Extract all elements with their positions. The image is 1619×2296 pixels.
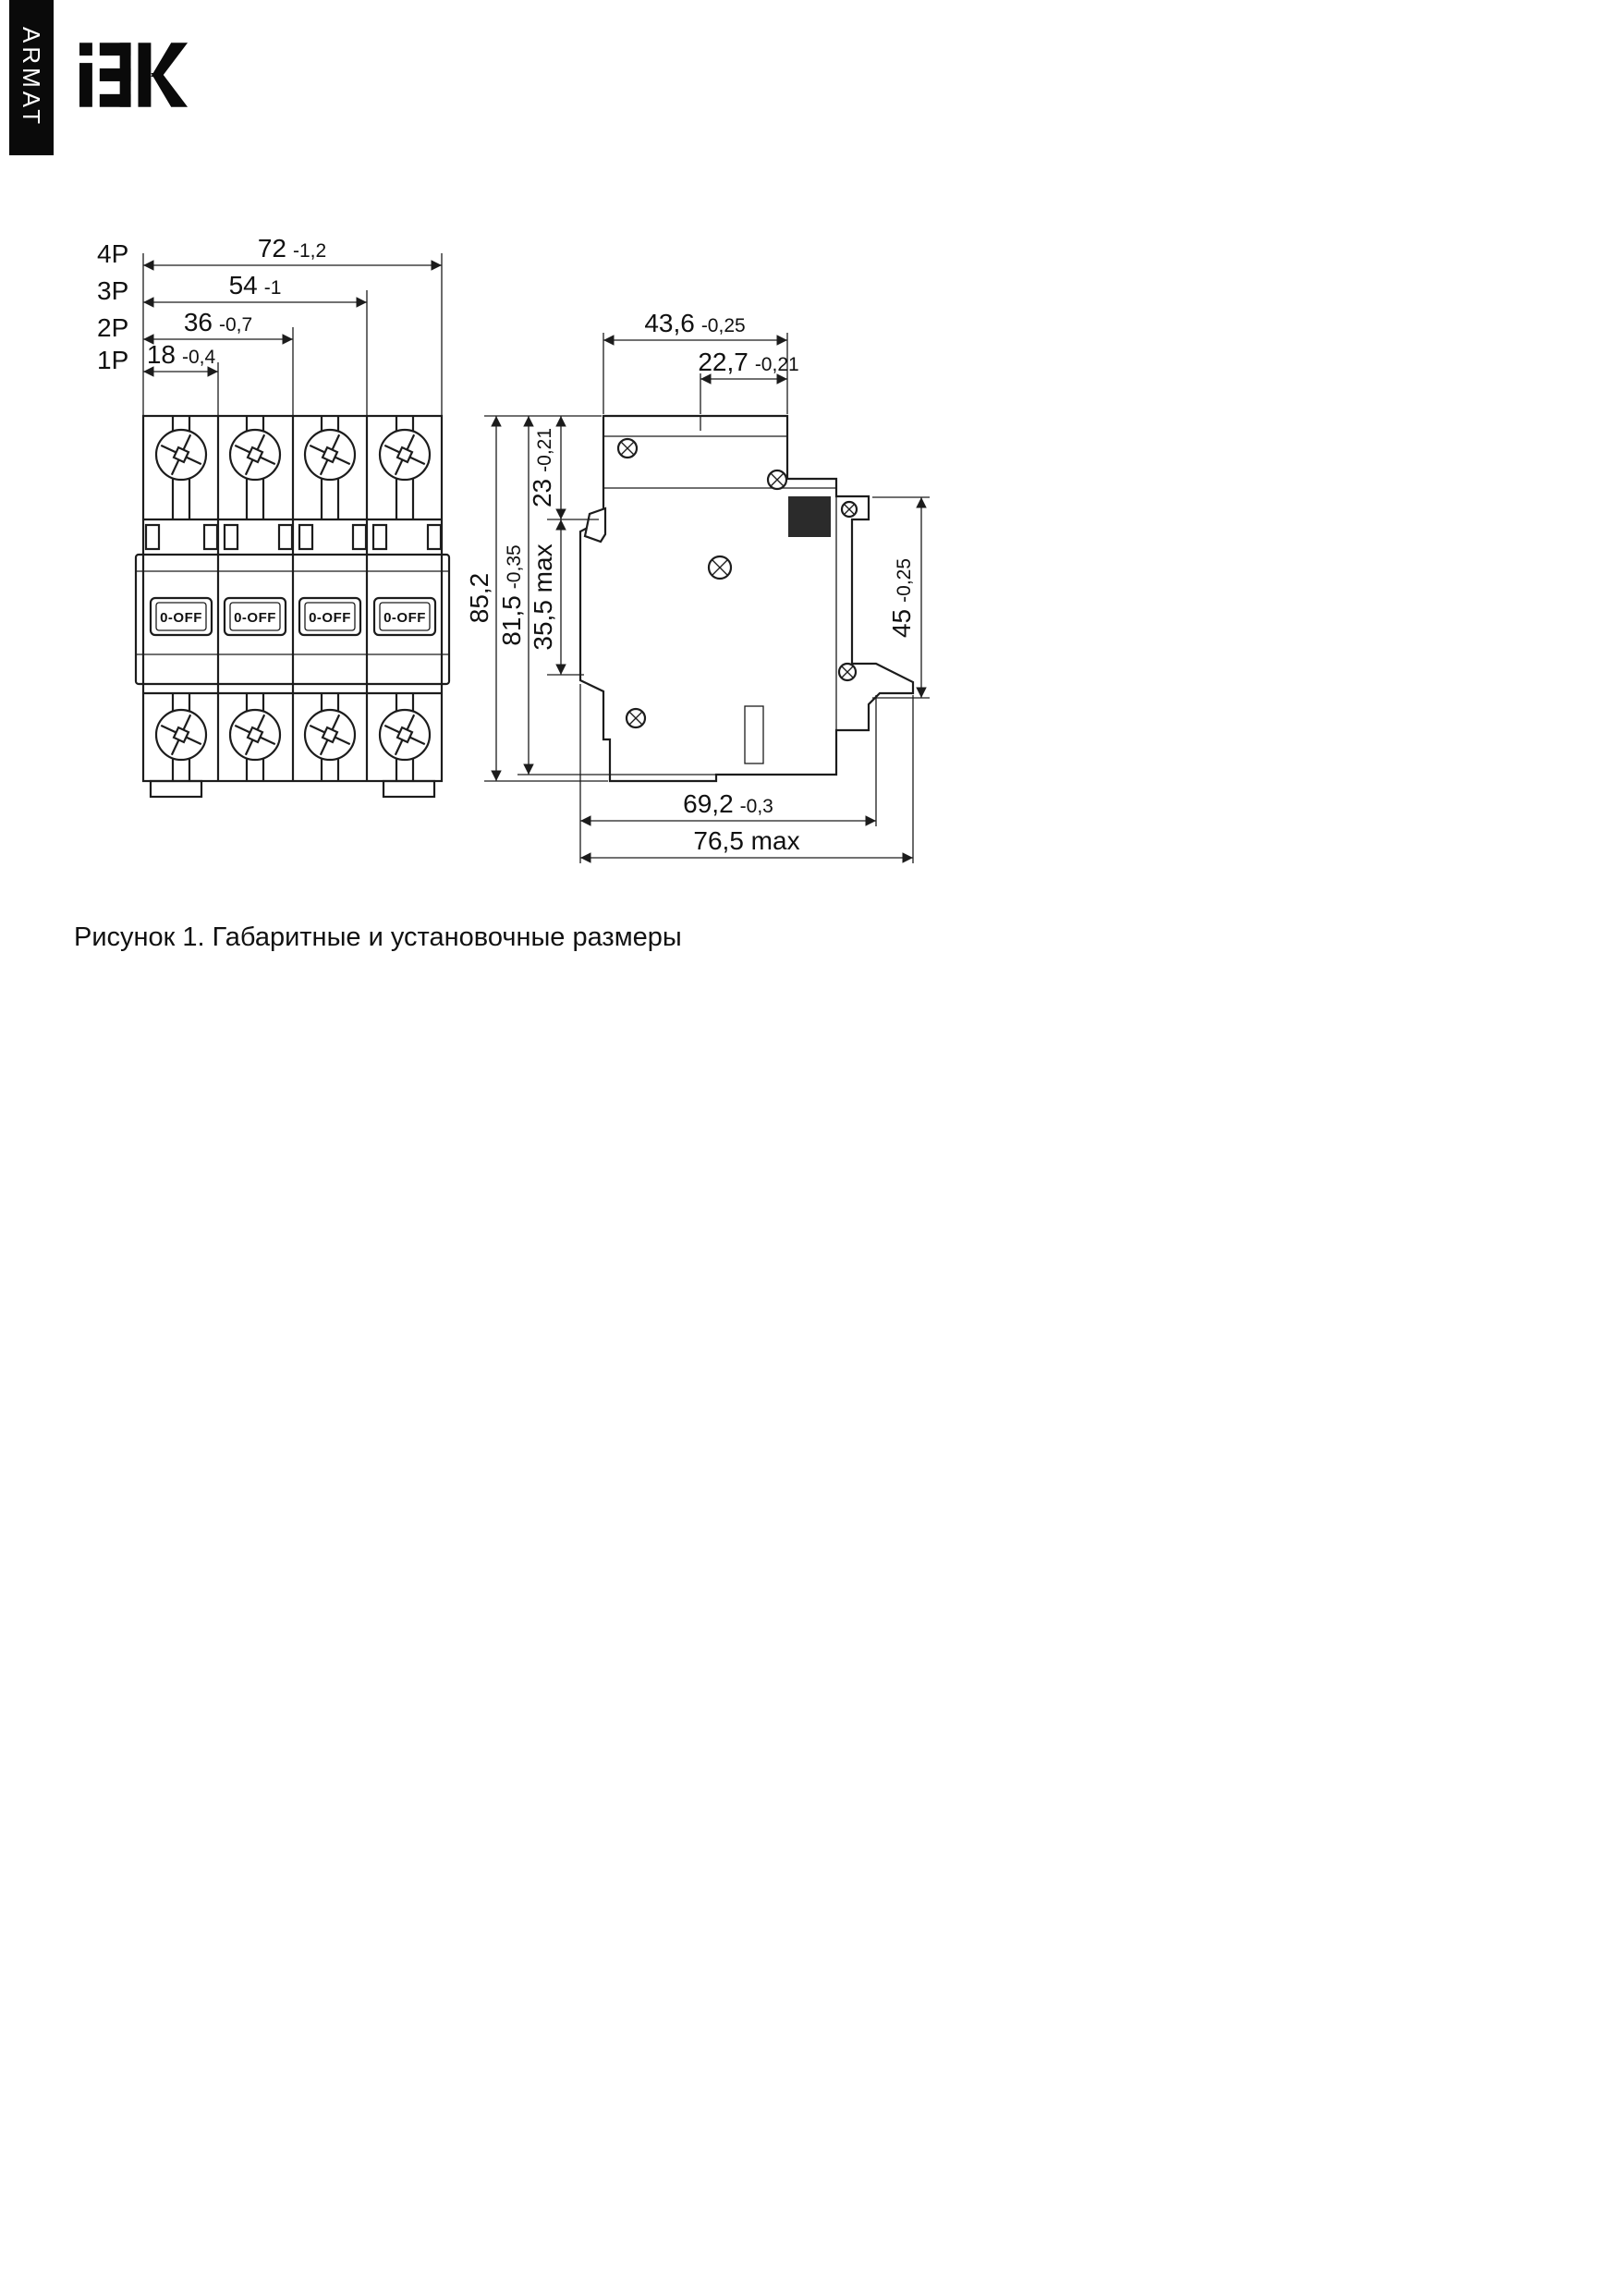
dim-front-depth: 23-0,21 (528, 428, 556, 507)
dim-total-height: 85,2 (465, 573, 493, 624)
dim-rail-depth: 69,2-0,3 (683, 789, 773, 818)
toggle-lever (583, 507, 607, 543)
pole-label-3p: 3P (97, 276, 128, 305)
dim-front-width: 43,6-0,25 (644, 309, 745, 337)
side-view: 43,6-0,25 22,7-0,21 23-0,21 35,5 max 81,… (465, 309, 930, 863)
faceplate: 0-OFF 0-OFF 0-OFF 0-OFF (134, 553, 451, 686)
dim-body-height: 81,5-0,35 (497, 544, 526, 645)
figure-caption: Рисунок 1. Габаритные и установочные раз… (74, 922, 682, 952)
toggle-label: 0-OFF (234, 610, 276, 626)
din-clip (382, 779, 436, 799)
dim-width-1p: 18-0,4 (147, 340, 216, 369)
dim-top-rear-width: 22,7-0,21 (698, 348, 798, 376)
toggle-label: 0-OFF (160, 610, 202, 626)
dim-max-depth: 76,5 max (693, 826, 799, 855)
brand-sidebar: ARMAT (9, 0, 54, 155)
terminal-clamp-band (144, 523, 443, 551)
toggle-label: 0-OFF (309, 610, 351, 626)
dim-din-window: 45-0,25 (887, 558, 916, 638)
pole-label-1p: 1P (97, 346, 128, 374)
dim-width-4p: 72-1,2 (258, 234, 326, 263)
dim-width-2p: 36-0,7 (184, 308, 252, 336)
iek-logo-icon: IEK (79, 43, 189, 107)
toggle-label: 0-OFF (383, 610, 426, 626)
pole-label-4p: 4P (97, 239, 128, 268)
dim-width-3p: 54-1 (229, 271, 282, 299)
front-view: 4P 3P 2P 1P 72-1,2 54-1 36-0,7 18-0,4 (97, 234, 451, 799)
dim-lever-depth: 35,5 max (529, 543, 557, 650)
top-terminal-screws (154, 416, 432, 519)
bottom-terminal-screws (154, 693, 432, 781)
rail-claw-block (788, 496, 831, 537)
pole-label-2p: 2P (97, 313, 128, 342)
brand-sidebar-label: ARMAT (18, 27, 45, 128)
side-profile (578, 414, 915, 783)
din-clip (149, 779, 203, 799)
bottom-slot (744, 705, 764, 764)
rivets (616, 437, 858, 729)
